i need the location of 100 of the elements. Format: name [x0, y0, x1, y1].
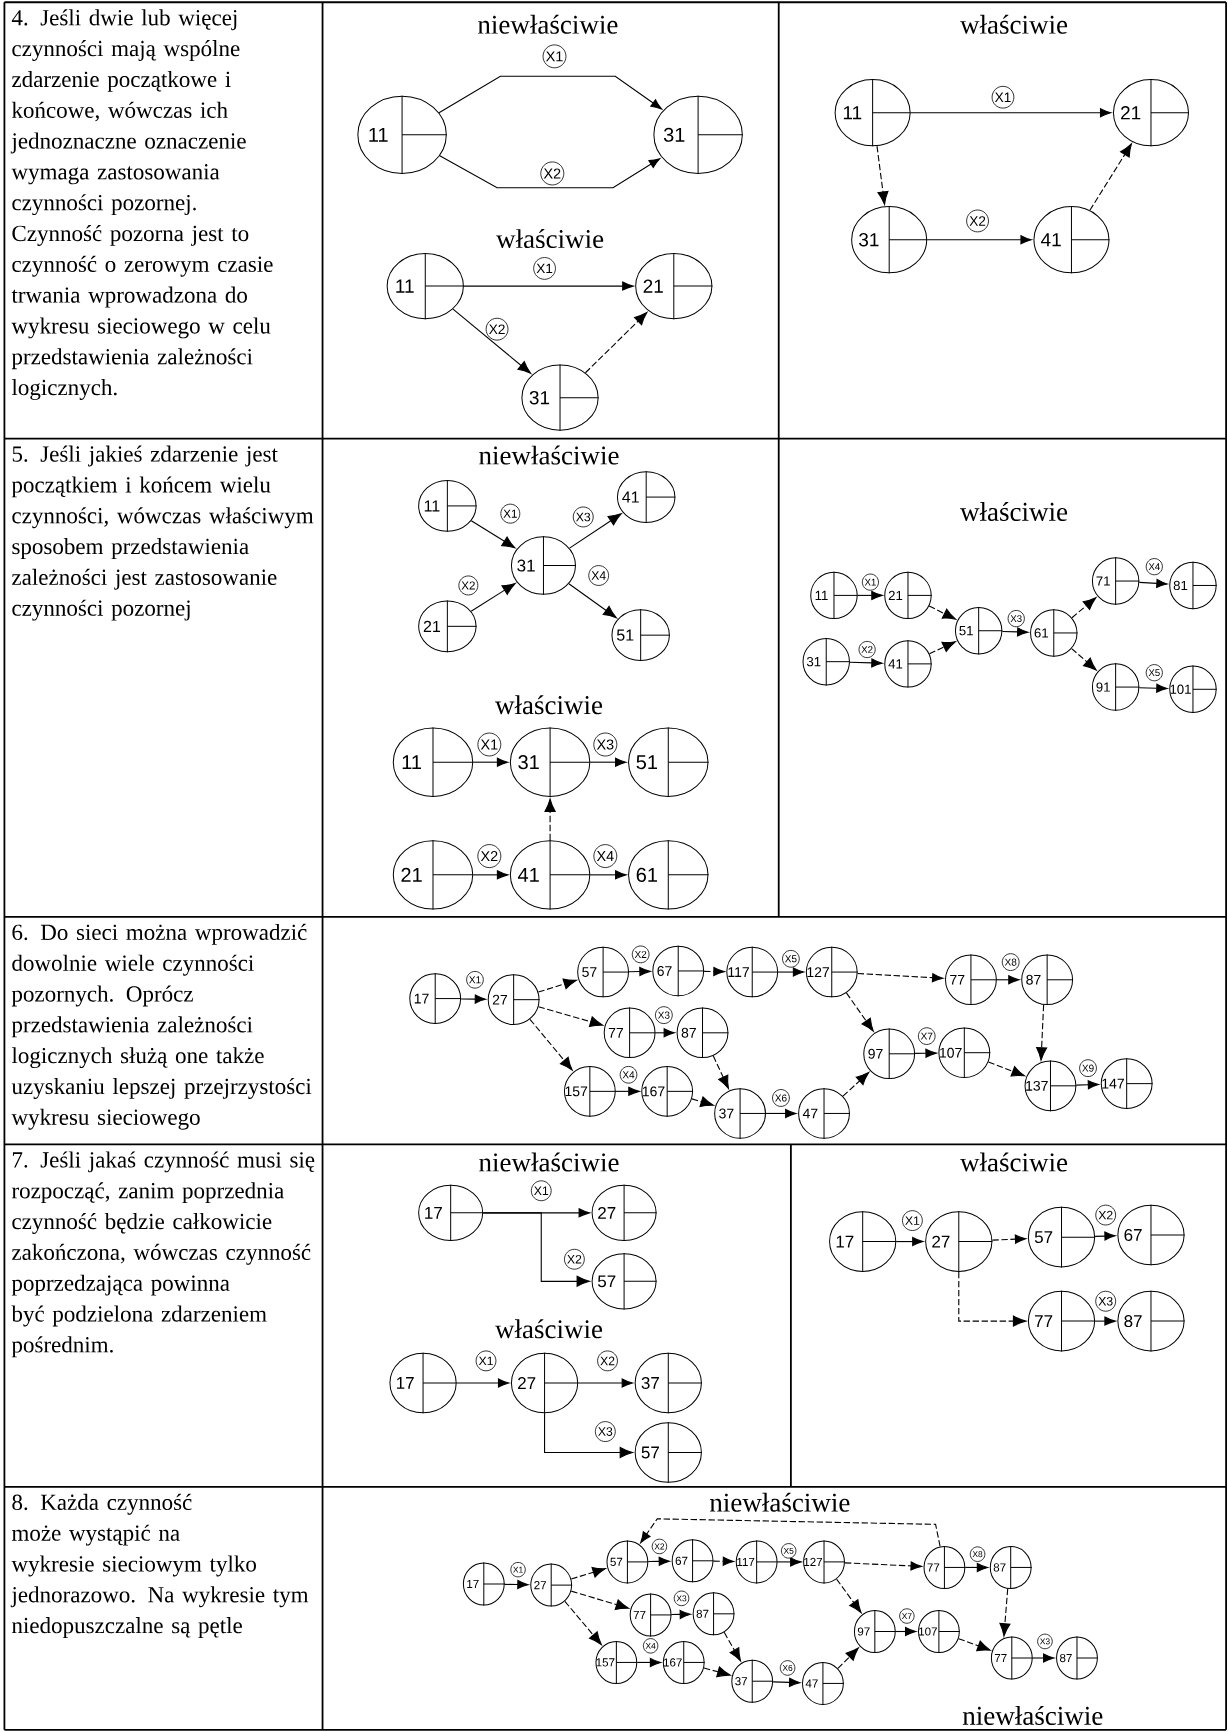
- arrow: [647, 1556, 670, 1566]
- edge-label: X4: [593, 844, 618, 868]
- arrow: [857, 590, 883, 600]
- arrow: [472, 870, 509, 880]
- arrow: [856, 972, 944, 983]
- edge-label: X4: [619, 1066, 638, 1084]
- arrow: [996, 975, 1020, 985]
- edge-label: X3: [1037, 1633, 1053, 1650]
- arrow: [615, 1086, 640, 1096]
- edge-label: X2: [966, 209, 989, 233]
- arrow: [504, 1579, 529, 1590]
- arrow: [964, 1562, 988, 1572]
- edge-label: X3: [673, 1590, 690, 1607]
- arrow: [537, 978, 577, 993]
- arrow: [1001, 627, 1029, 637]
- edge-label: X3: [594, 1421, 616, 1442]
- edge-label: X2: [485, 317, 509, 341]
- edge-label: X3: [593, 732, 618, 757]
- heading: niewłaściwie: [962, 1705, 1103, 1725]
- arrow: [991, 1234, 1027, 1244]
- rule-text: 8. Każda czynność może wystąpić na wykresie sieciowym tylko jednorazowo. Na wykresie tym niedopuszczalne są pętle: [10, 1493, 309, 1638]
- edge-label: X2: [540, 161, 565, 186]
- arrow: [1071, 597, 1097, 619]
- edge-label: X5: [780, 1543, 797, 1559]
- arrow: [765, 1108, 797, 1119]
- arrow: [529, 1018, 573, 1071]
- arrow: [1032, 1653, 1055, 1663]
- arrow: [895, 1626, 917, 1637]
- edge-label: X6: [771, 1089, 790, 1107]
- arrow: [470, 520, 516, 549]
- arrow: [452, 308, 531, 374]
- arrow: [844, 1561, 922, 1571]
- heading: właściwie: [959, 14, 1067, 34]
- arrow: [472, 757, 509, 767]
- edge-label: X3: [1095, 1290, 1116, 1312]
- arrow: [987, 1061, 1025, 1077]
- arrow: [1138, 578, 1168, 588]
- edge-label: X5: [781, 950, 800, 968]
- heading: właściwie: [959, 501, 1067, 521]
- edge-label: X2: [597, 1350, 618, 1372]
- edge-label: X1: [510, 1562, 526, 1578]
- arrow: [438, 75, 662, 114]
- arrow: [928, 605, 956, 620]
- arrow: [958, 1271, 1027, 1327]
- arrow: [1094, 1231, 1116, 1241]
- rule-text: 7. Jeśli jakaś czynność musi się rozpocząć, zanim poprzednia czynność będzie całkowicie zakończona, wówczas czynność poprzedzająca powinna być podzielona zdarzeniem pośrednim.: [11, 1151, 315, 1358]
- edge-label: X2: [858, 641, 876, 658]
- arrow: [584, 311, 648, 374]
- arrow: [772, 1677, 801, 1687]
- edge-label: X6: [779, 1660, 796, 1676]
- arrow: [776, 1557, 802, 1567]
- arrow: [1138, 683, 1168, 693]
- edge-label: X8: [1001, 953, 1020, 971]
- arrow: [543, 1412, 633, 1459]
- arrow: [1070, 648, 1097, 671]
- arrow: [914, 1048, 937, 1058]
- arrow: [928, 641, 956, 655]
- edge-label: X2: [1095, 1204, 1116, 1226]
- arrow: [703, 966, 725, 977]
- edge-label: X1: [901, 1210, 923, 1231]
- edge-label: X4: [642, 1638, 659, 1654]
- edge-label: X7: [899, 1608, 915, 1624]
- heading: niewłaściwie: [478, 1152, 619, 1172]
- edge-label: X7: [917, 1027, 936, 1045]
- edge-label: X2: [651, 1538, 667, 1555]
- arrow: [1089, 143, 1132, 211]
- edge-label: X2: [631, 945, 650, 964]
- edge-label: X1: [533, 257, 556, 280]
- arrow: [463, 281, 634, 291]
- arrow: [628, 966, 651, 977]
- edge-label: X1: [991, 85, 1015, 109]
- arrow: [712, 1055, 729, 1089]
- edge-label: X1: [477, 732, 502, 757]
- edge-label: X1: [861, 573, 879, 591]
- arrow: [837, 1647, 859, 1669]
- edge-label: X2: [477, 844, 502, 868]
- arrow: [723, 1631, 741, 1662]
- edge-label: X3: [1007, 610, 1025, 628]
- edge-label: X2: [458, 575, 479, 596]
- heading: właściwie: [494, 1319, 602, 1339]
- arrow: [777, 967, 805, 977]
- arrow: [842, 1072, 870, 1097]
- edge-label: X9: [1079, 1059, 1097, 1077]
- arrow: [957, 1638, 991, 1652]
- arrow: [640, 1518, 941, 1547]
- arrow: [482, 1212, 590, 1287]
- edge-label: X1: [542, 44, 567, 69]
- arrow: [570, 1566, 606, 1580]
- heading: niewłaściwie: [477, 14, 618, 34]
- heading: niewłaściwie: [478, 445, 619, 465]
- rule-text: 5. Jeśli jakieś zdarzenie jest początkiem i końcem wielu czynności, wówczas właściwym sposobem przedstawienia zależności jest zastosowanie czynności pozornej: [11, 445, 314, 621]
- edge-label: X1: [530, 1180, 552, 1202]
- heading: właściwie: [495, 229, 603, 249]
- arrow: [926, 235, 1032, 245]
- arrow: [654, 1028, 675, 1038]
- rule-text: 6. Do sieci można wprowadzić dowolnie wiele czynności pozornych. Oprócz przedstawienia zależności logicznych służą one także uzyskaniu lepszej przejrzystości wykresu sieciowego: [11, 923, 312, 1130]
- edge-label: X2: [563, 1248, 585, 1270]
- edge-label: X4: [588, 565, 609, 586]
- arrow: [691, 1096, 714, 1108]
- arrow: [1035, 1004, 1048, 1061]
